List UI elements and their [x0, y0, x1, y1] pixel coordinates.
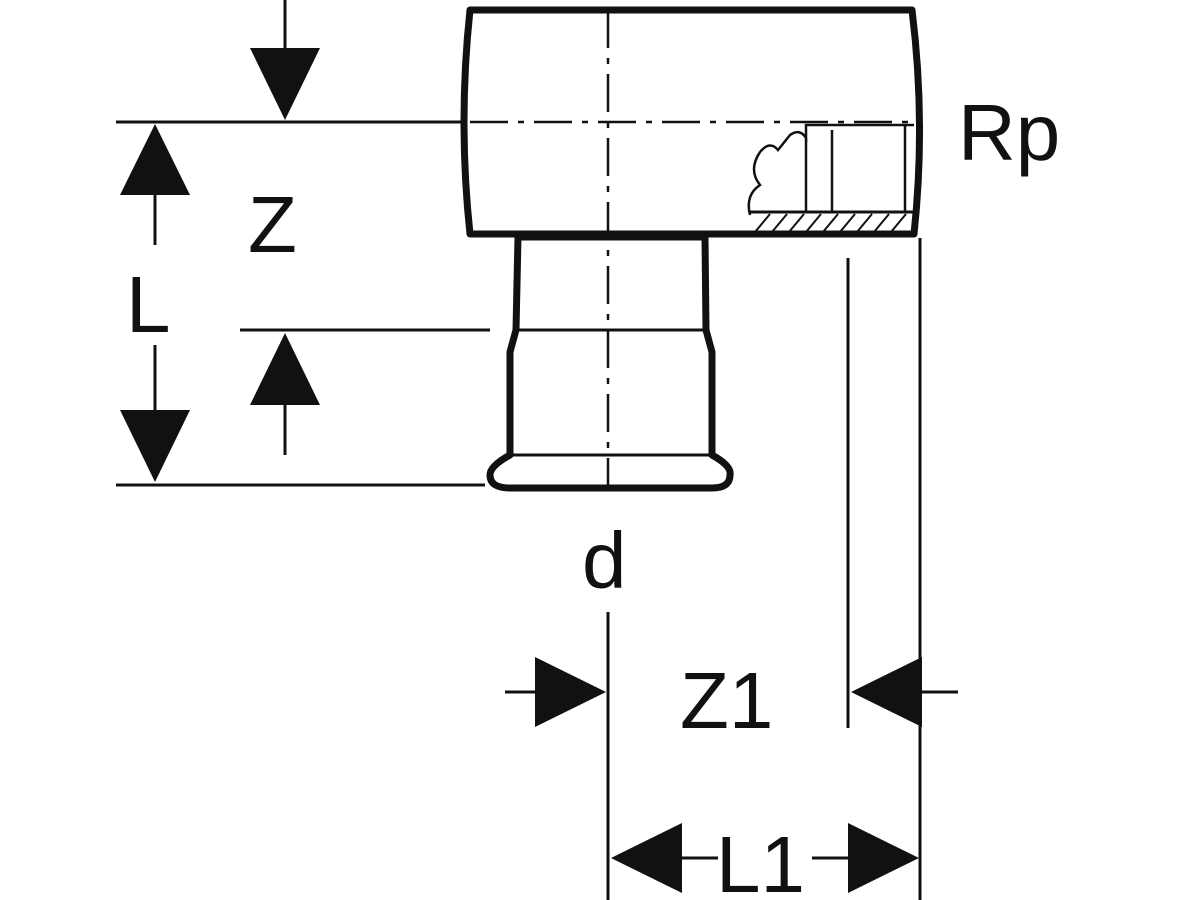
l-arrow-down	[120, 410, 190, 482]
extension-lines	[116, 120, 922, 900]
fitting-body	[460, 6, 924, 492]
label-z1: Z1	[680, 656, 773, 745]
z-dimension	[250, 0, 320, 455]
l-dimension	[120, 124, 190, 482]
z-arrow-up	[250, 333, 320, 405]
l-arrow-up	[120, 124, 190, 195]
press-socket	[486, 233, 734, 492]
z1-arrow-right	[535, 657, 606, 727]
label-l1: L1	[716, 820, 805, 900]
l1-arrow-left	[611, 823, 682, 893]
z1-dimension	[505, 657, 958, 727]
label-rp: Rp	[958, 88, 1060, 177]
l1-arrow-right	[848, 823, 919, 893]
z1-arrow-left	[851, 657, 922, 727]
z-arrow-down	[250, 48, 320, 120]
label-d: d	[582, 516, 627, 605]
label-l: L	[126, 260, 171, 349]
label-z: Z	[248, 180, 297, 269]
thread-section	[747, 123, 914, 233]
center-lines	[470, 10, 920, 488]
l1-dimension	[611, 823, 919, 893]
